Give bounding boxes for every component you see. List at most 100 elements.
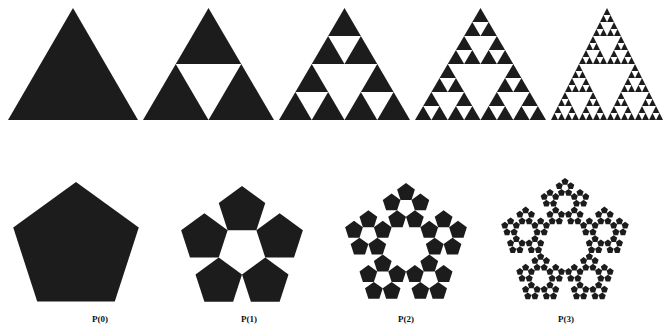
triangle-hole — [597, 29, 604, 36]
pentagon-piece — [567, 275, 574, 282]
pentagon-piece — [543, 200, 550, 207]
sierpinski-triangle — [551, 8, 663, 120]
iteration-label: P(3) — [558, 315, 574, 324]
pentagon-piece — [552, 207, 559, 214]
pentagon-piece — [567, 218, 574, 225]
pentagon-piece — [556, 275, 563, 282]
triangle-hole — [295, 92, 328, 120]
pentagon-piece — [610, 222, 617, 229]
pentagon-piece — [580, 257, 587, 264]
pentagon-piece — [616, 218, 623, 225]
pentagon-piece — [543, 257, 550, 264]
pentagon-piece — [522, 207, 529, 214]
pentagon-piece — [534, 286, 541, 293]
pentagon-piece — [582, 193, 589, 200]
triangle-hole — [555, 113, 562, 120]
pentagon-piece — [534, 264, 541, 271]
pentagon-piece — [567, 182, 574, 189]
pentagon-piece — [571, 193, 578, 200]
pentagon-piece — [614, 246, 621, 253]
pentagon-piece — [345, 221, 363, 238]
pentagon-piece — [622, 222, 629, 229]
pentagon-piece — [537, 218, 544, 225]
triangle-hole — [625, 85, 632, 92]
triangle-hole — [583, 85, 590, 92]
pentagon-piece — [565, 189, 572, 196]
pentagon-piece — [546, 282, 553, 289]
iteration-label: P(2) — [398, 315, 414, 324]
triangle-hole — [423, 106, 439, 120]
pentagon-piece — [360, 210, 378, 227]
pentagon-piece — [420, 255, 438, 272]
pentagon-piece — [365, 282, 383, 299]
pentagon-piece — [522, 264, 529, 271]
pentagon-piece — [601, 264, 608, 271]
pentagon-piece — [604, 275, 611, 282]
sierpinski-pentagon — [13, 182, 139, 301]
pentagon-piece — [592, 235, 599, 242]
pentagon-piece — [558, 211, 565, 218]
pentagon-piece — [595, 282, 602, 289]
pentagon-piece — [383, 193, 401, 210]
pentagon-piece — [597, 239, 604, 246]
pentagon-piece — [610, 235, 617, 242]
pentagon-piece — [582, 228, 589, 235]
triangle-hole — [576, 71, 583, 78]
sierpinski-triangle — [415, 8, 546, 120]
pentagon-piece — [592, 257, 599, 264]
pentagon-piece — [507, 239, 514, 246]
pentagon-piece — [501, 222, 508, 229]
pentagon-piece — [589, 228, 596, 235]
pentagon-piece — [406, 210, 424, 227]
pentagon-piece — [541, 228, 548, 235]
pentagon-piece — [576, 211, 583, 218]
pentagon-piece — [519, 275, 526, 282]
pentagon-piece — [601, 286, 608, 293]
pentagon-piece — [522, 286, 529, 293]
pentagon-piece — [592, 222, 599, 229]
triangle-hole — [489, 106, 505, 120]
pentagon-piece — [558, 189, 565, 196]
pentagon-piece — [601, 207, 608, 214]
triangle-hole — [456, 50, 472, 64]
pentagon-piece — [589, 264, 596, 271]
triangle-hole — [569, 113, 576, 120]
pentagon-piece — [589, 286, 596, 293]
pentagon-piece — [526, 275, 533, 282]
triangle-hole — [472, 22, 488, 36]
pentagon-piece — [546, 268, 553, 275]
pentagon-piece — [397, 183, 415, 200]
pentagon-piece — [516, 268, 523, 275]
pentagon-piece — [528, 246, 535, 253]
pentagon-piece — [607, 268, 614, 275]
pentagon-piece — [546, 189, 553, 196]
pentagon-piece — [607, 211, 614, 218]
pentagon-piece — [509, 246, 516, 253]
pentagon-piece — [528, 282, 535, 289]
pentagon-piece — [571, 264, 578, 271]
pentagon-piece — [552, 286, 559, 293]
sierpinski-triangle — [279, 8, 410, 120]
triangle-fill — [279, 8, 410, 120]
pentagon-piece — [531, 235, 538, 242]
triangle-hole — [625, 113, 632, 120]
triangle-hole — [639, 85, 646, 92]
pentagon-piece — [537, 239, 544, 246]
pentagon-piece — [526, 218, 533, 225]
pentagon-piece — [604, 239, 611, 246]
pentagon-piece — [368, 238, 386, 255]
pentagon-piece — [588, 246, 595, 253]
pentagon-piece — [595, 246, 602, 253]
triangle-hole — [646, 99, 653, 106]
pentagon-piece — [242, 258, 289, 302]
pentagon-piece — [181, 213, 228, 257]
triangle-hole — [611, 57, 618, 64]
pentagon-piece — [519, 218, 526, 225]
pentagon-piece — [565, 268, 572, 275]
pentagon-piece — [374, 255, 392, 272]
pentagon-piece — [580, 200, 587, 207]
pentagon-piece — [543, 222, 550, 229]
triangle-fill — [8, 8, 138, 120]
pentagon-piece — [595, 268, 602, 275]
pentagon-piece — [388, 265, 406, 282]
